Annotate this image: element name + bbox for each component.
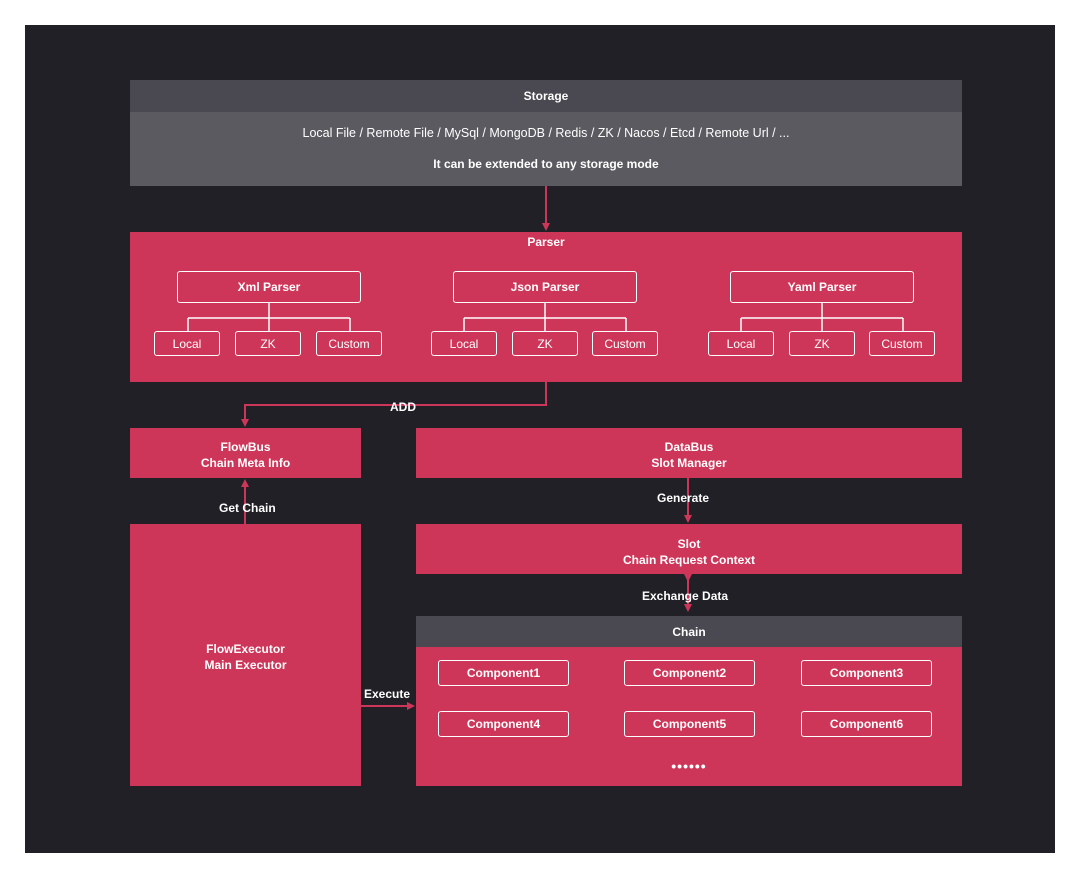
storage-header: Storage (130, 80, 962, 112)
flowexecutor-block: FlowExecutor Main Executor (130, 524, 361, 786)
xml-custom-node: Custom (316, 331, 382, 356)
flowbus-title: FlowBus (220, 440, 271, 454)
chain-block: Chain Component1 Component2 Component3 C… (416, 616, 962, 786)
storage-title: Storage (523, 89, 569, 103)
chain-header: Chain (416, 616, 962, 647)
yaml-zk-node: ZK (789, 331, 855, 356)
json-custom-node: Custom (592, 331, 658, 356)
component5-node: Component5 (624, 711, 755, 737)
parser-block: Parser Xml Parser Local ZK Custom Json P… (130, 232, 962, 382)
json-parser-node: Json Parser (453, 271, 637, 303)
storage-note: It can be extended to any storage mode (433, 157, 659, 171)
xml-local-node: Local (154, 331, 220, 356)
slot-title: Slot (677, 537, 701, 551)
slot-subtitle: Chain Request Context (622, 553, 755, 567)
component1-node: Component1 (438, 660, 569, 686)
slot-block: Slot Chain Request Context (416, 524, 962, 574)
exchange-data-edge-label: Exchange Data (642, 589, 729, 603)
xml-parser-node: Xml Parser (177, 271, 361, 303)
component3-node: Component3 (801, 660, 932, 686)
component4-node: Component4 (438, 711, 569, 737)
component6-node: Component6 (801, 711, 932, 737)
databus-block: DataBus Slot Manager (416, 428, 962, 478)
yaml-custom-node: Custom (869, 331, 935, 356)
chain-title: Chain (672, 625, 706, 639)
json-zk-node: ZK (512, 331, 578, 356)
more-components-ellipsis: •••••• (671, 758, 707, 774)
storage-block: Storage Local File / Remote File / MySql… (130, 80, 962, 186)
json-local-node: Local (431, 331, 497, 356)
yaml-local-node: Local (708, 331, 774, 356)
flowexecutor-title: FlowExecutor (206, 642, 285, 656)
flowexecutor-subtitle: Main Executor (204, 658, 287, 672)
generate-edge-label: Generate (657, 491, 710, 505)
flowbus-subtitle: Chain Meta Info (200, 456, 291, 470)
component2-node: Component2 (624, 660, 755, 686)
get-chain-edge-label: Get Chain (219, 501, 276, 515)
execute-edge-label: Execute (364, 687, 411, 701)
add-edge-label: ADD (390, 400, 416, 414)
databus-subtitle: Slot Manager (651, 456, 727, 470)
xml-zk-node: ZK (235, 331, 301, 356)
yaml-parser-node: Yaml Parser (730, 271, 914, 303)
databus-title: DataBus (664, 440, 714, 454)
parser-title: Parser (527, 235, 565, 249)
flowbus-block: FlowBus Chain Meta Info (130, 428, 361, 478)
storage-sources: Local File / Remote File / MySql / Mongo… (302, 126, 790, 140)
